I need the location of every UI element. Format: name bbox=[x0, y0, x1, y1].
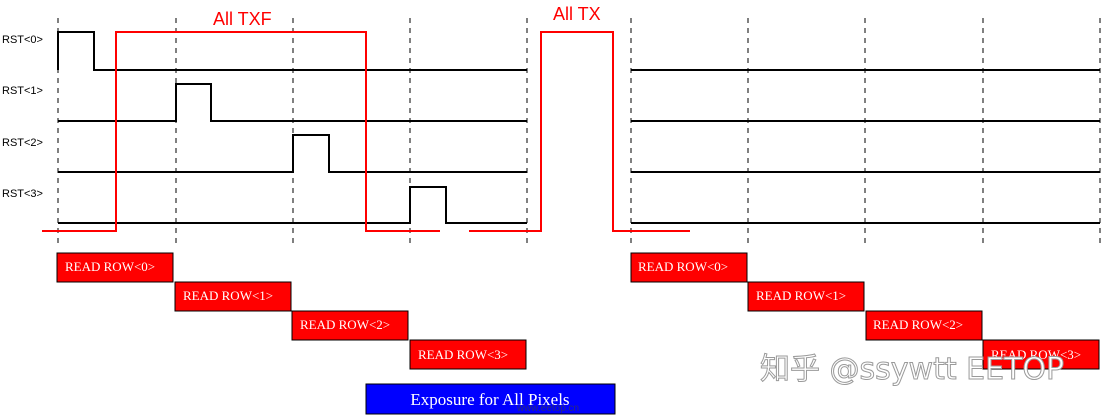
read-row-label: READ ROW<0> bbox=[65, 259, 155, 274]
watermark-small: www.eetop.cn bbox=[516, 403, 579, 414]
rst2-waveform bbox=[58, 134, 527, 173]
read-row-boxes-right: READ ROW<0> READ ROW<1> READ ROW<2> READ… bbox=[630, 252, 1100, 370]
signal-label-rst2: RST<2> bbox=[2, 137, 43, 149]
exposure-label: Exposure for All Pixels bbox=[410, 390, 569, 409]
read-row-boxes-left: READ ROW<0> READ ROW<1> READ ROW<2> READ… bbox=[56, 252, 527, 370]
read-row-label: READ ROW<1> bbox=[756, 288, 846, 303]
exposure-box bbox=[365, 383, 616, 415]
all-txf-label: All TXF bbox=[213, 9, 272, 29]
signal-label-rst3: RST<3> bbox=[2, 188, 43, 200]
read-row-label: READ ROW<0> bbox=[638, 259, 728, 274]
read-row-label: READ ROW<2> bbox=[873, 317, 963, 332]
read-row-label: READ ROW<3> bbox=[418, 347, 508, 362]
all-tx-label: All TX bbox=[553, 4, 601, 24]
timing-grid bbox=[57, 18, 1101, 248]
signal-label-rst0: RST<0> bbox=[2, 34, 43, 46]
rst0-waveform bbox=[57, 31, 527, 71]
read-row-box bbox=[747, 281, 865, 312]
txf-tx-waveforms bbox=[42, 31, 690, 232]
all-txf-waveform bbox=[42, 31, 440, 232]
read-row-label: READ ROW<1> bbox=[183, 288, 273, 303]
rst3-waveform bbox=[58, 186, 527, 224]
read-row-box bbox=[56, 252, 174, 283]
signal-label-rst1: RST<1> bbox=[2, 85, 43, 97]
read-row-box bbox=[291, 310, 409, 341]
rst1-waveform bbox=[58, 83, 527, 122]
read-row-box bbox=[409, 339, 527, 370]
read-row-box bbox=[865, 310, 983, 341]
read-row-label: READ ROW<3> bbox=[991, 347, 1081, 362]
watermark: 知乎 @ssywtt EETOP bbox=[760, 352, 1064, 387]
read-row-box bbox=[174, 281, 292, 312]
rst-waveforms bbox=[57, 31, 1100, 224]
read-row-box bbox=[630, 252, 748, 283]
all-tx-waveform bbox=[469, 31, 690, 232]
read-row-label: READ ROW<2> bbox=[300, 317, 390, 332]
read-row-box bbox=[982, 339, 1100, 370]
